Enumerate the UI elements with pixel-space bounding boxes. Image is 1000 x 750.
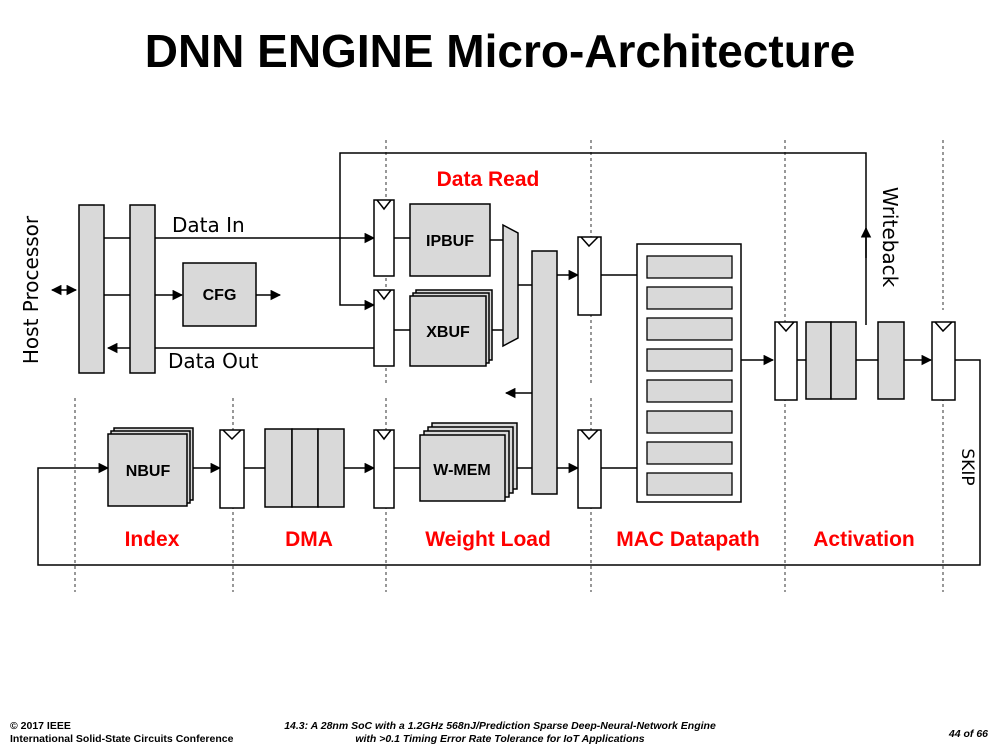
mac-unit <box>646 379 733 403</box>
writeback-label: Writeback <box>878 187 902 288</box>
skip-label: SKIP <box>957 448 977 485</box>
wires <box>37 152 981 566</box>
mac-unit <box>646 348 733 372</box>
stage-label-weight-load: Weight Load <box>425 528 551 551</box>
footer-copyright: © 2017 IEEE <box>10 720 71 732</box>
mac-units <box>646 255 733 496</box>
ipbuf-block: IPBUF <box>409 203 491 277</box>
register-weight-out <box>577 429 602 509</box>
host-bus-bar-1 <box>78 204 105 374</box>
footer-conference: International Solid-State Circuits Confe… <box>10 733 234 745</box>
mac-unit <box>646 472 733 496</box>
cfg-label: CFG <box>203 287 237 304</box>
stage-label-data-read: Data Read <box>437 168 540 191</box>
mac-unit <box>646 286 733 310</box>
host-processor-label: Host Processor <box>19 215 43 364</box>
ipbuf-label: IPBUF <box>426 233 474 250</box>
skip-loop <box>37 359 981 566</box>
register-mac-out <box>774 321 798 401</box>
xbuf-block: XBUF <box>409 289 493 367</box>
register-data-in <box>373 199 395 277</box>
read-mux <box>502 223 519 348</box>
footer-center: 14.3: A 28nm SoC with a 1.2GHz 568nJ/Pre… <box>250 720 750 746</box>
mac-unit <box>646 255 733 279</box>
wmem-label: W-MEM <box>433 462 490 479</box>
stage-label-index: Index <box>125 528 180 551</box>
footer-paper-title-2: with >0.1 Timing Error Rate Tolerance fo… <box>355 733 645 745</box>
nbuf-label: NBUF <box>126 463 171 480</box>
register-act-out <box>931 321 956 401</box>
activation-units <box>805 321 905 400</box>
stage-labels: Data Read Index DMA Weight Load MAC Data… <box>125 168 915 551</box>
data-out-label: Data Out <box>168 349 259 373</box>
pipeline-registers <box>219 199 956 509</box>
weight-bus-bar <box>531 250 558 495</box>
stage-label-activation: Activation <box>813 528 915 551</box>
stage-label-dma: DMA <box>285 528 333 551</box>
writeback-loop <box>339 152 867 325</box>
mac-unit <box>646 441 733 465</box>
footer-paper-title-1: 14.3: A 28nm SoC with a 1.2GHz 568nJ/Pre… <box>284 720 716 732</box>
dma-block <box>264 428 345 508</box>
wmem-block: W-MEM <box>419 422 518 502</box>
mac-datapath-block <box>636 243 742 503</box>
cfg-block: CFG <box>182 262 257 327</box>
register-xbuf-in <box>373 289 395 367</box>
register-dma <box>373 429 395 509</box>
page-number: 44 of 66 <box>948 728 988 740</box>
register-read-out <box>577 236 602 316</box>
mac-unit <box>646 317 733 341</box>
host-bus-bar-2 <box>129 204 156 374</box>
register-index <box>219 429 245 509</box>
mac-unit <box>646 410 733 434</box>
xbuf-label: XBUF <box>426 324 470 341</box>
data-in-label: Data In <box>172 213 245 237</box>
stage-label-mac-datapath: MAC Datapath <box>616 528 760 551</box>
slide-title: DNN ENGINE Micro-Architecture <box>144 25 856 77</box>
footer-left: © 2017 IEEE International Solid-State Ci… <box>10 720 233 746</box>
nbuf-block: NBUF <box>107 427 194 507</box>
